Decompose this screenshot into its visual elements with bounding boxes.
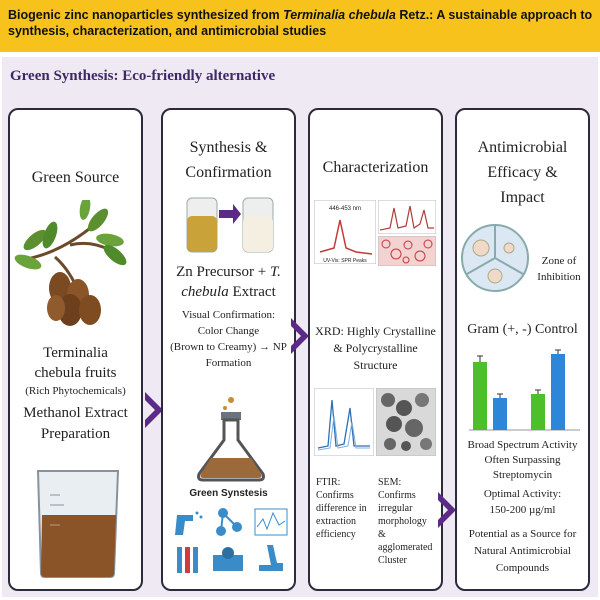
ftir-line-3: extraction (316, 516, 356, 527)
precursor-line-2: chebula Extract (163, 282, 294, 302)
sem-description: SEM: Confirms irregular morphology & agg… (378, 476, 438, 567)
color-change-vials-icon (186, 197, 274, 253)
extract-label-2: Preparation (40, 426, 111, 442)
panel-green-source: Green Source Terminalia chebula fruits (… (8, 108, 143, 591)
visual-confirmation-1: Visual Confirmation: (181, 309, 276, 321)
spectrum-icon (254, 508, 288, 536)
flask-icon (197, 397, 265, 482)
green-synthesis-label: Green Synstesis (189, 488, 268, 499)
test-tubes-icon (177, 547, 198, 573)
panel-title-antimicrobial-3: Impact (500, 189, 545, 206)
centrifuge-icon (213, 547, 243, 571)
xrd-text-3: Structure (353, 358, 398, 372)
header-title-part1: Biogenic zinc nanoparticles synthesized … (8, 8, 284, 22)
uv-vis-spectrum-plot: 446-453 nm UV-Vis: SPR Peaks (314, 200, 376, 264)
xrd-pattern-plot (378, 200, 436, 234)
potential-line-2: Natural Antimicrobial (474, 545, 571, 557)
bar-blue-1 (493, 398, 507, 430)
header-banner: Biogenic zinc nanoparticles synthesized … (0, 0, 600, 52)
xrd-text-2: & Polycrystalline (333, 341, 418, 355)
gram-control-label: Gram (+, -) Control (467, 322, 578, 337)
bar-green-1 (473, 362, 487, 430)
precursor-italic-1: T. (269, 264, 281, 280)
ftir-line-1: Confirms (316, 490, 354, 501)
panel-characterization: Characterization 446-453 nm UV-Vis: SPR … (308, 108, 443, 591)
lab-icons-grid (175, 508, 288, 573)
ftir-line-0: FTIR: (316, 477, 341, 488)
visual-confirmation-2: Color Change (197, 325, 260, 337)
sem-line-1: Confirms (378, 490, 416, 501)
zone-label-1: Zone of (541, 255, 577, 267)
uv-range-text: 446-453 nm (329, 206, 361, 212)
precursor-italic-2: chebula (181, 284, 229, 300)
ftir-line-4: efficiency (316, 529, 356, 540)
panel-title-synthesis-1: Synthesis & (189, 139, 268, 156)
spray-icon (175, 511, 203, 535)
flow-arrow-2 (291, 318, 309, 354)
precursor-text-2: Extract (228, 284, 276, 300)
section-title: Green Synthesis: Eco-friendly alternativ… (10, 68, 276, 84)
flow-arrow-1 (145, 392, 163, 428)
extract-label-1: Methanol Extract (23, 405, 128, 421)
visual-confirmation-3: (Brown to Creamy) → NP (170, 341, 287, 353)
panel-title-green-source: Green Source (31, 169, 120, 186)
panel-title-characterization: Characterization (322, 159, 429, 176)
broad-line-1: Broad Spectrum Activity (467, 439, 578, 451)
broad-line-3: Streptomycin (492, 469, 553, 481)
panel-antimicrobial: Antimicrobial Efficacy & Impact Zone of … (455, 108, 590, 591)
potential-line-3: Compounds (495, 562, 550, 574)
broad-line-2: Often Surpassing (484, 454, 561, 466)
fruit-label-2: chebula fruits (34, 365, 117, 381)
tem-image-red (378, 236, 436, 266)
xrd-text-1: XRD: Highly Crystalline (315, 324, 436, 338)
optimal-line-2: 150-200 µg/ml (489, 504, 556, 516)
optimal-line-1: Optimal Activity: (483, 488, 562, 500)
panel-title-synthesis-2: Confirmation (185, 164, 272, 181)
header-title-part2: Retz.: A sustainable approach to synthes… (8, 8, 593, 38)
phytochemicals-note: (Rich Phytochemicals) (25, 385, 126, 397)
panel-title-antimicrobial-2: Efficacy & (487, 164, 558, 181)
precursor-line-1: Zn Precursor + T. (163, 262, 294, 282)
molecule-icon (216, 508, 242, 536)
antimicrobial-bar-chart (469, 349, 580, 431)
ftir-description: FTIR: Confirms difference in extraction … (316, 476, 374, 541)
sem-line-5: Cluster (378, 555, 407, 566)
header-title-species: Terminalia chebula (283, 8, 396, 22)
precursor-text-1: Zn Precursor + (176, 264, 270, 280)
fruit-label-1: Terminalia (43, 345, 108, 361)
beaker-extract-icon (36, 470, 120, 578)
uv-caption-text: UV-Vis: SPR Peaks (323, 258, 367, 264)
panel-synthesis: Synthesis & Confirmation Zn Precursor + … (161, 108, 296, 591)
flow-arrow-3 (438, 492, 456, 528)
sem-image (376, 388, 436, 456)
bar-green-2 (531, 394, 545, 430)
microscope-icon (259, 545, 283, 571)
ftir-line-2: difference in (316, 503, 367, 514)
sem-line-4: & agglomerated (378, 529, 433, 553)
zone-label-2: Inhibition (537, 271, 581, 283)
bar-blue-2 (551, 354, 565, 430)
visual-confirmation-4: Formation (205, 357, 252, 369)
terminalia-fruit-illustration (14, 200, 127, 326)
potential-line-1: Potential as a Source for (468, 528, 577, 540)
sem-line-2: irregular (378, 503, 413, 514)
petri-dish-icon (461, 224, 529, 292)
ftir-spectrum-plot (314, 388, 374, 456)
panel-title-antimicrobial-1: Antimicrobial (477, 139, 568, 156)
header-title: Biogenic zinc nanoparticles synthesized … (8, 7, 594, 39)
sem-line-3: morphology (378, 516, 427, 527)
sem-line-0: SEM: (378, 477, 402, 488)
